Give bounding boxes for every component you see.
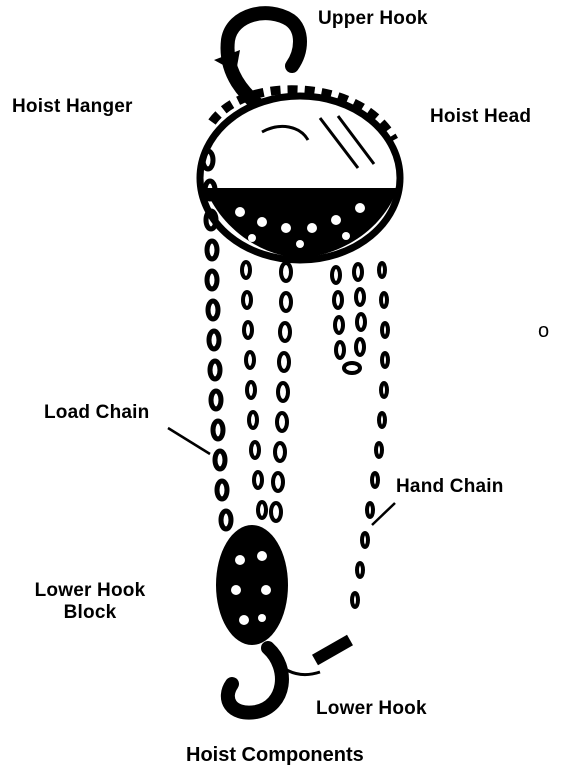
hoist-hanger-label: Hoist Hanger — [12, 96, 133, 118]
figure-caption: Hoist Components — [186, 744, 364, 767]
marker-o: o — [538, 320, 549, 342]
lower-hook-label: Lower Hook — [316, 698, 427, 720]
upper-hook-label: Upper Hook — [318, 8, 428, 30]
hoist-head-drawing — [200, 90, 400, 260]
load-chain-label: Load Chain — [44, 402, 149, 424]
lower-hook-block-drawing — [216, 525, 288, 645]
hand-chain-label: Hand Chain — [396, 476, 504, 498]
lower-hook-block-label-line1: Lower Hook — [20, 580, 160, 602]
lower-hook-block-label: Lower Hook Block — [20, 580, 160, 624]
lower-hook-block-label-line2: Block — [20, 602, 160, 624]
load-chain-middle-drawing — [242, 262, 291, 521]
hoist-head-label: Hoist Head — [430, 106, 531, 128]
hand-chain-drawing — [332, 263, 388, 607]
